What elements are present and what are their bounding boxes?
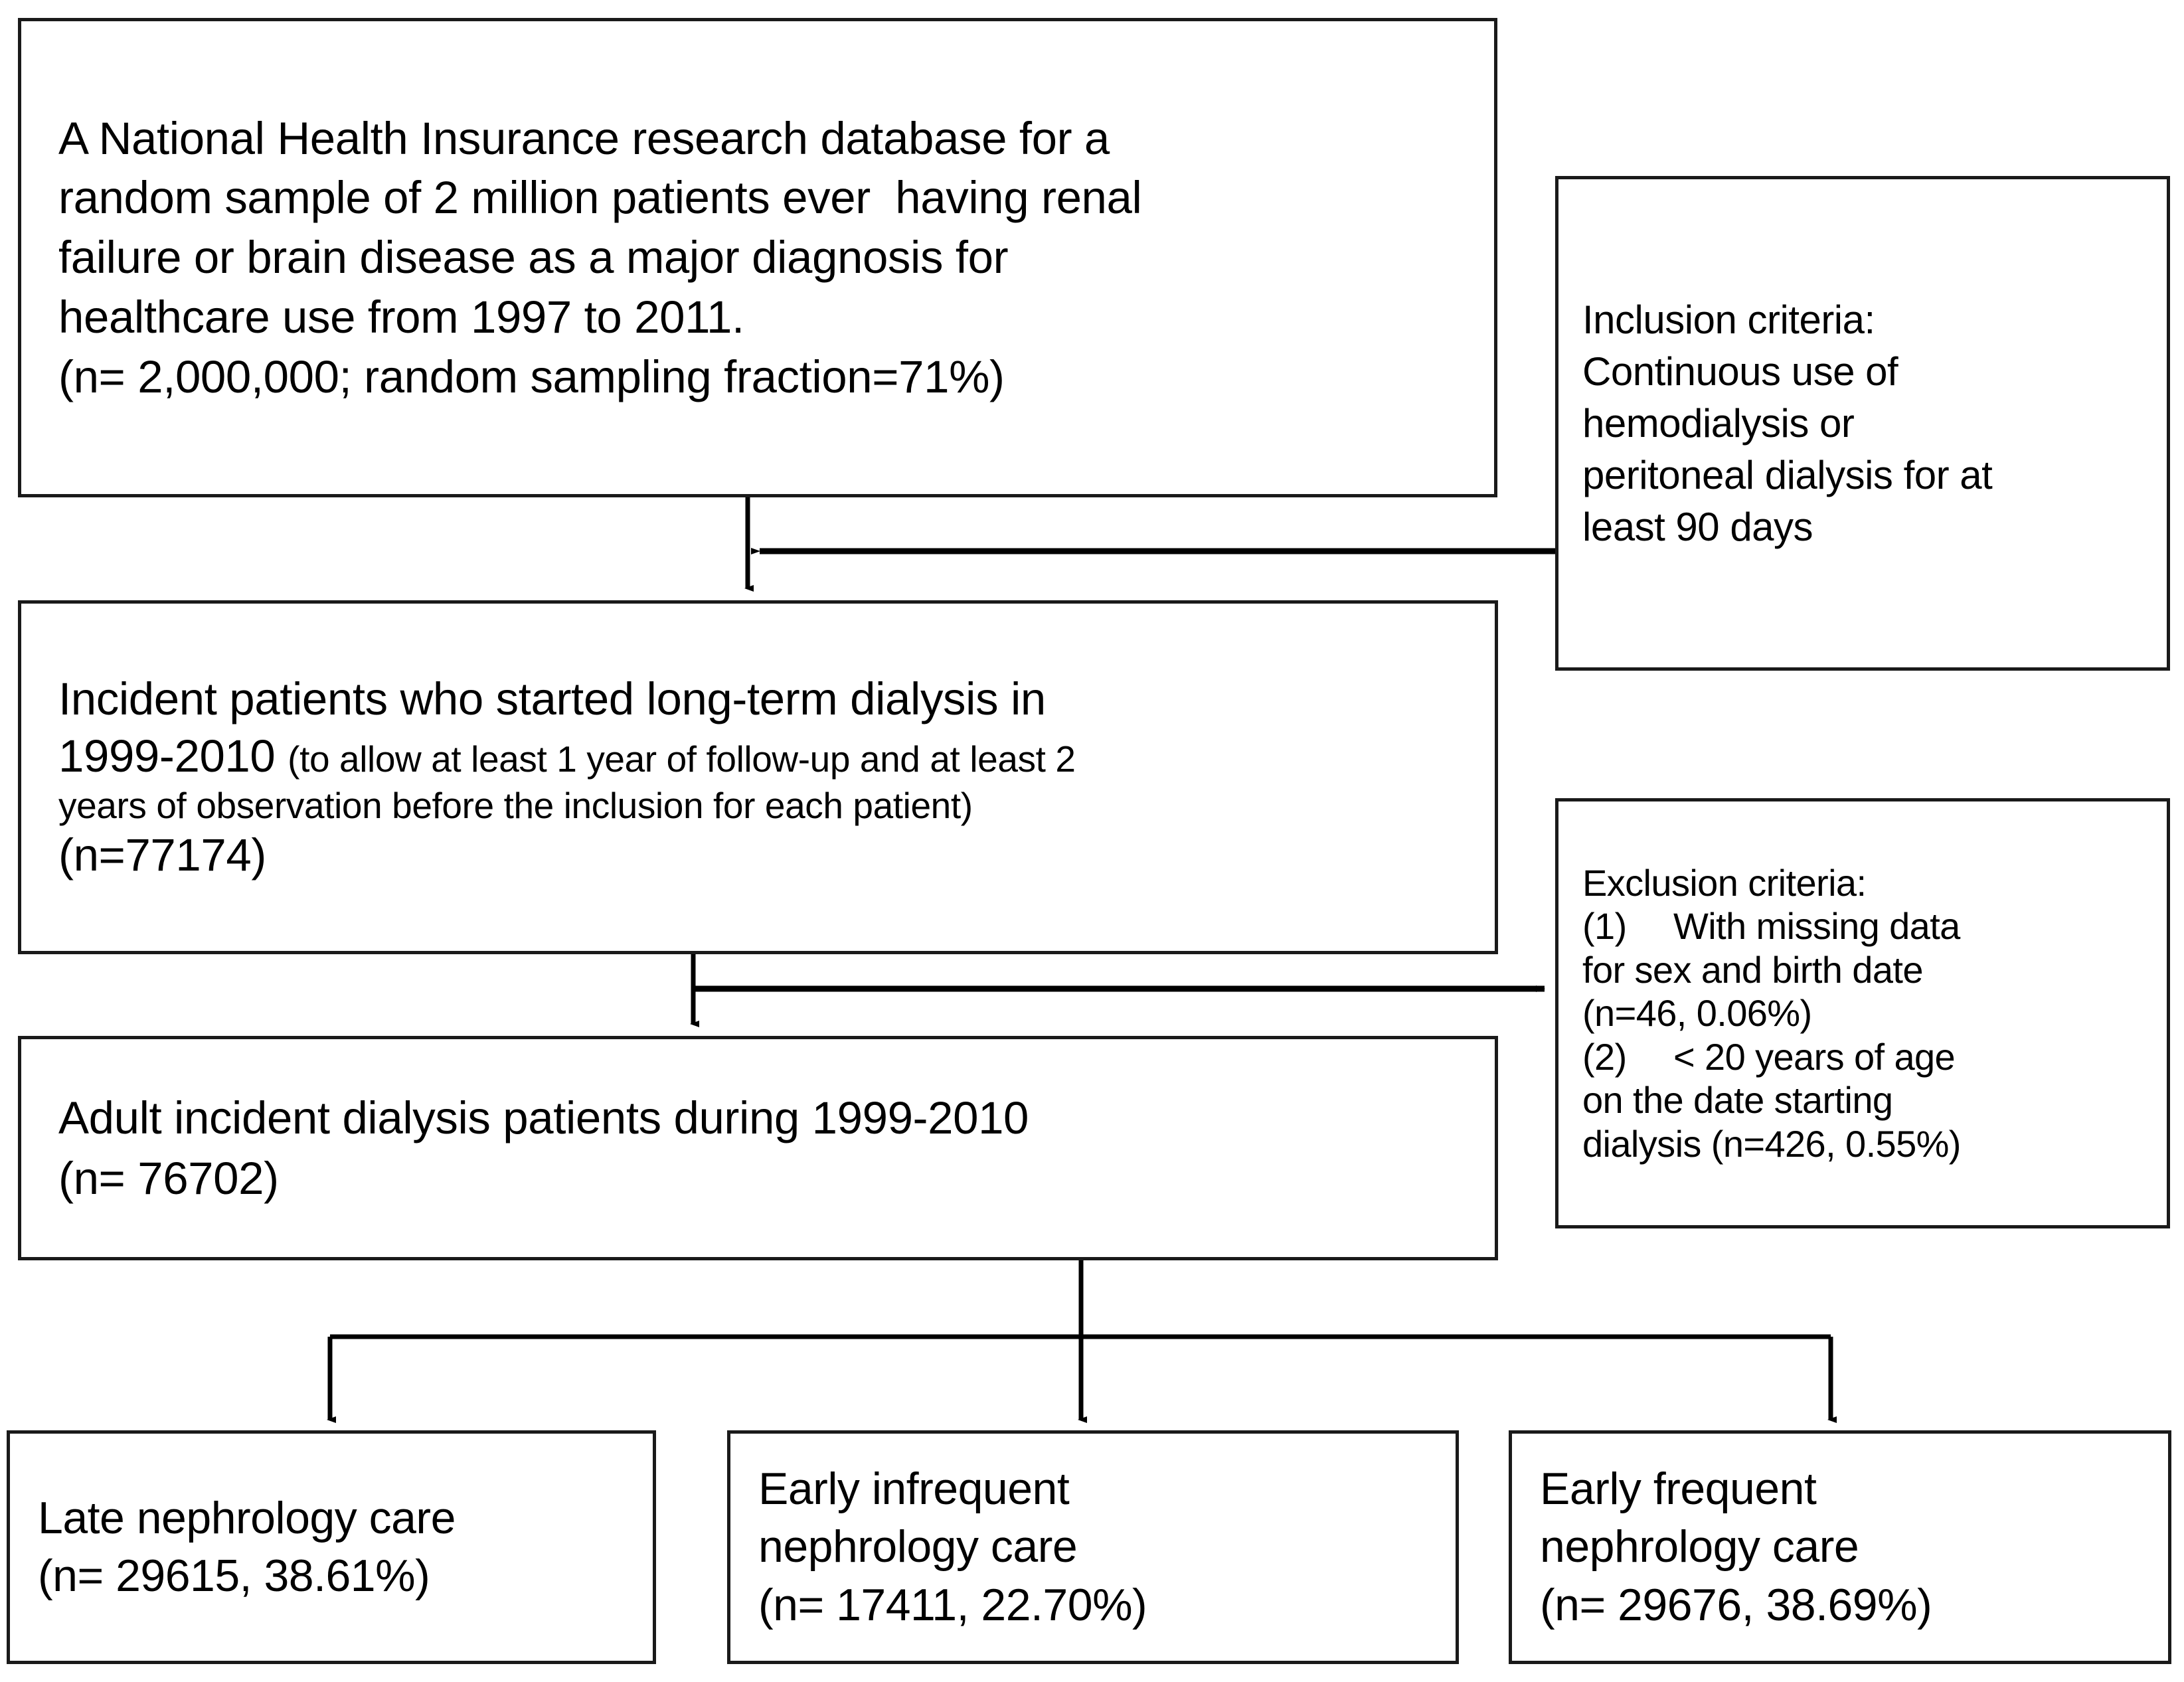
node-incident-count: (n=77174) [58, 829, 266, 881]
node-late-nephrology-care: Late nephrology care (n= 29615, 38.61%) [7, 1430, 656, 1664]
node-late-nephrology-care-text: Late nephrology care (n= 29615, 38.61%) [38, 1492, 456, 1601]
node-data-source-text: A National Health Insurance research dat… [58, 112, 1142, 402]
node-data-source: A National Health Insurance research dat… [18, 18, 1497, 497]
node-adult-incident-dialysis: Adult incident dialysis patients during … [18, 1036, 1498, 1260]
node-early-infrequent-nephrology-care-text: Early infrequent nephrology care (n= 174… [758, 1464, 1147, 1630]
edge-adult-split [327, 1260, 1837, 1423]
node-incident-line1: Incident patients who started long-term … [58, 673, 1046, 725]
node-inclusion-criteria: Inclusion criteria: Continuous use of he… [1555, 176, 2170, 671]
node-adult-incident-dialysis-text: Adult incident dialysis patients during … [58, 1092, 1029, 1204]
node-incident-patients: Incident patients who started long-term … [18, 600, 1498, 954]
node-early-frequent-nephrology-care: Early frequent nephrology care (n= 29676… [1509, 1430, 2171, 1664]
node-incident-line2: 1999-2010 (to allow at least 1 year of f… [58, 728, 1495, 785]
node-exclusion-criteria-text: Exclusion criteria: (1) With missing dat… [1582, 861, 1961, 1165]
node-early-frequent-nephrology-care-text: Early frequent nephrology care (n= 29676… [1540, 1464, 1932, 1630]
node-incident-note-a: (to allow at least 1 year of follow-up a… [288, 738, 1076, 780]
node-incident-years: 1999-2010 [58, 730, 288, 782]
node-exclusion-criteria: Exclusion criteria: (1) With missing dat… [1555, 798, 2170, 1228]
node-incident-note-b: years of observation before the inclusio… [58, 785, 973, 827]
node-early-infrequent-nephrology-care: Early infrequent nephrology care (n= 174… [727, 1430, 1459, 1664]
node-inclusion-criteria-text: Inclusion criteria: Continuous use of he… [1582, 297, 1993, 549]
